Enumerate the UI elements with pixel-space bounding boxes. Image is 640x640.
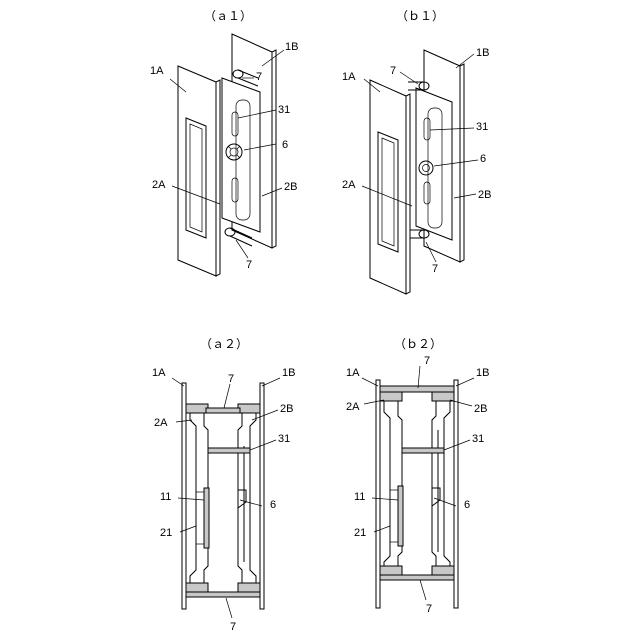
housing-2B (238, 413, 256, 583)
label-31: 31 (278, 433, 290, 445)
figure-a1: （ａ１） (150, 9, 298, 276)
label-1A: 1A (346, 367, 360, 379)
pin-7-top (380, 386, 454, 392)
front-plate-1A (178, 66, 220, 276)
figure-a1-caption: （ａ１） (204, 9, 252, 23)
bar-31 (402, 448, 444, 453)
label-1A: 1A (150, 65, 164, 77)
front-plate-1A (182, 383, 186, 609)
label-2A: 2A (154, 417, 168, 429)
label-6: 6 (480, 153, 486, 165)
label-2B: 2B (284, 181, 297, 193)
label-7-bottom: 7 (230, 621, 236, 633)
figure-a2-caption: （ａ２） (200, 337, 248, 351)
label-7-bottom: 7 (432, 263, 438, 275)
label-11: 11 (160, 491, 171, 503)
latch-6 (432, 488, 440, 506)
label-6: 6 (282, 139, 288, 151)
label-1B: 1B (476, 367, 489, 379)
label-31: 31 (472, 433, 484, 445)
pin-7-top (206, 408, 240, 413)
label-31: 31 (278, 104, 290, 116)
label-1A: 1A (152, 367, 166, 379)
label-1B: 1B (285, 41, 298, 53)
label-1A: 1A (342, 71, 356, 83)
label-1B: 1B (282, 367, 295, 379)
label-7-top: 7 (228, 373, 234, 385)
label-7-top: 7 (424, 355, 430, 367)
back-plate-1B (454, 380, 458, 608)
label-2A: 2A (152, 179, 166, 191)
bar-31 (208, 448, 250, 453)
figure-b2-caption: （ｂ２） (394, 337, 442, 351)
label-21: 21 (160, 527, 172, 539)
label-7-top: 7 (256, 71, 262, 83)
label-7-top: 7 (390, 65, 396, 77)
figure-b1: （ｂ１） (342, 9, 491, 294)
label-2B: 2B (474, 403, 487, 415)
label-6: 6 (270, 499, 276, 511)
pin-7-bottom (186, 592, 260, 597)
label-6: 6 (464, 499, 470, 511)
housing-2B (222, 78, 260, 232)
label-1B: 1B (476, 47, 489, 59)
member-11 (398, 486, 403, 546)
latch-6 (238, 490, 246, 508)
figure-b2: （ｂ２） 7 1A (346, 337, 489, 615)
label-7-bottom: 7 (426, 603, 432, 615)
label-21: 21 (354, 527, 366, 539)
front-plate-1A (370, 80, 410, 294)
figure-a2: （ａ２） (152, 337, 295, 633)
member-11 (204, 488, 209, 548)
front-plate-1A (376, 380, 380, 608)
member-21 (390, 490, 398, 542)
label-2B: 2B (280, 403, 293, 415)
label-2A: 2A (346, 401, 360, 413)
label-2B: 2B (478, 189, 491, 201)
figure-b1-caption: （ｂ１） (396, 9, 444, 23)
label-11: 11 (354, 491, 365, 503)
pin-7-bottom (380, 575, 454, 580)
label-2A: 2A (342, 179, 356, 191)
label-31: 31 (476, 121, 488, 133)
housing-2B (432, 401, 450, 566)
label-7-bottom: 7 (246, 259, 252, 271)
